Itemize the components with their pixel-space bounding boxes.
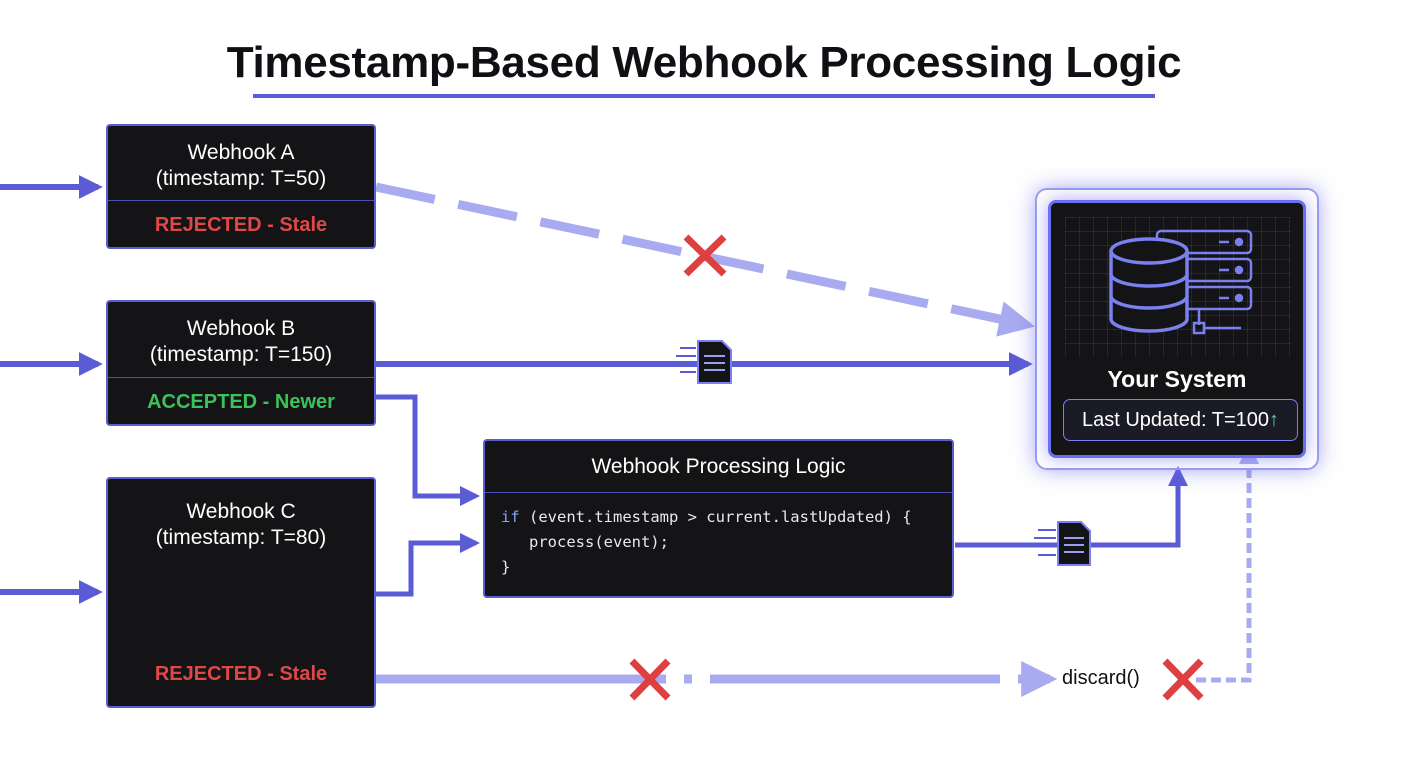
webhook-name: Webhook A [187,141,295,164]
page-title: Timestamp-Based Webhook Processing Logic [226,38,1182,87]
webhook-name: Webhook C [186,500,296,523]
last-updated-badge: Last Updated: T=100↑ [1063,399,1298,441]
webhook-c-card: Webhook C (timestamp: T=80) REJECTED - S… [106,477,376,708]
document-icon [1034,521,1091,566]
c-to-logic-connector [376,533,480,597]
logic-title: Webhook Processing Logic [591,455,846,478]
rejected-path-a [375,182,1036,337]
divider [108,377,374,378]
cross-icon [683,234,727,277]
code-line: } [501,558,511,576]
your-system-panel: Your System Last Updated: T=100↑ [1048,200,1306,458]
cross-icon [629,658,671,701]
document-icon [676,340,732,384]
logic-to-system-connector [955,466,1188,548]
divider [108,200,374,201]
system-title: Your System [1107,366,1247,392]
webhook-b-card: Webhook B (timestamp: T=150) ACCEPTED - … [106,300,376,426]
code-keyword: if [501,508,520,526]
discard-label: discard() [1062,667,1140,689]
b-to-logic-connector [376,394,480,506]
divider [485,492,952,493]
webhook-a-card: Webhook A (timestamp: T=50) REJECTED - S… [106,124,376,249]
code-block: if (event.timestamp > current.lastUpdate… [501,505,912,580]
discard-return-path [1196,444,1259,683]
database-server-icon [1109,229,1253,335]
webhook-timestamp: (timestamp: T=150) [149,343,333,366]
status-badge: ACCEPTED - Newer [147,391,335,413]
status-badge: REJECTED - Stale [154,663,328,685]
title-underline [253,94,1155,98]
webhook-name: Webhook B [186,317,296,340]
processing-logic-panel: Webhook Processing Logic if (event.times… [483,439,954,598]
webhook-timestamp: (timestamp: T=80) [155,526,327,549]
cross-icon [1162,658,1204,701]
last-updated-label: Last Updated: T=100 [1082,409,1269,431]
status-badge: REJECTED - Stale [154,214,328,236]
code-line: process(event); [501,533,669,551]
up-arrow-icon: ↑ [1269,409,1279,431]
webhook-timestamp: (timestamp: T=50) [155,167,327,190]
code-line: (event.timestamp > current.lastUpdated) … [519,508,912,526]
system-glow-frame [1035,188,1319,470]
database-icon [1109,237,1189,333]
